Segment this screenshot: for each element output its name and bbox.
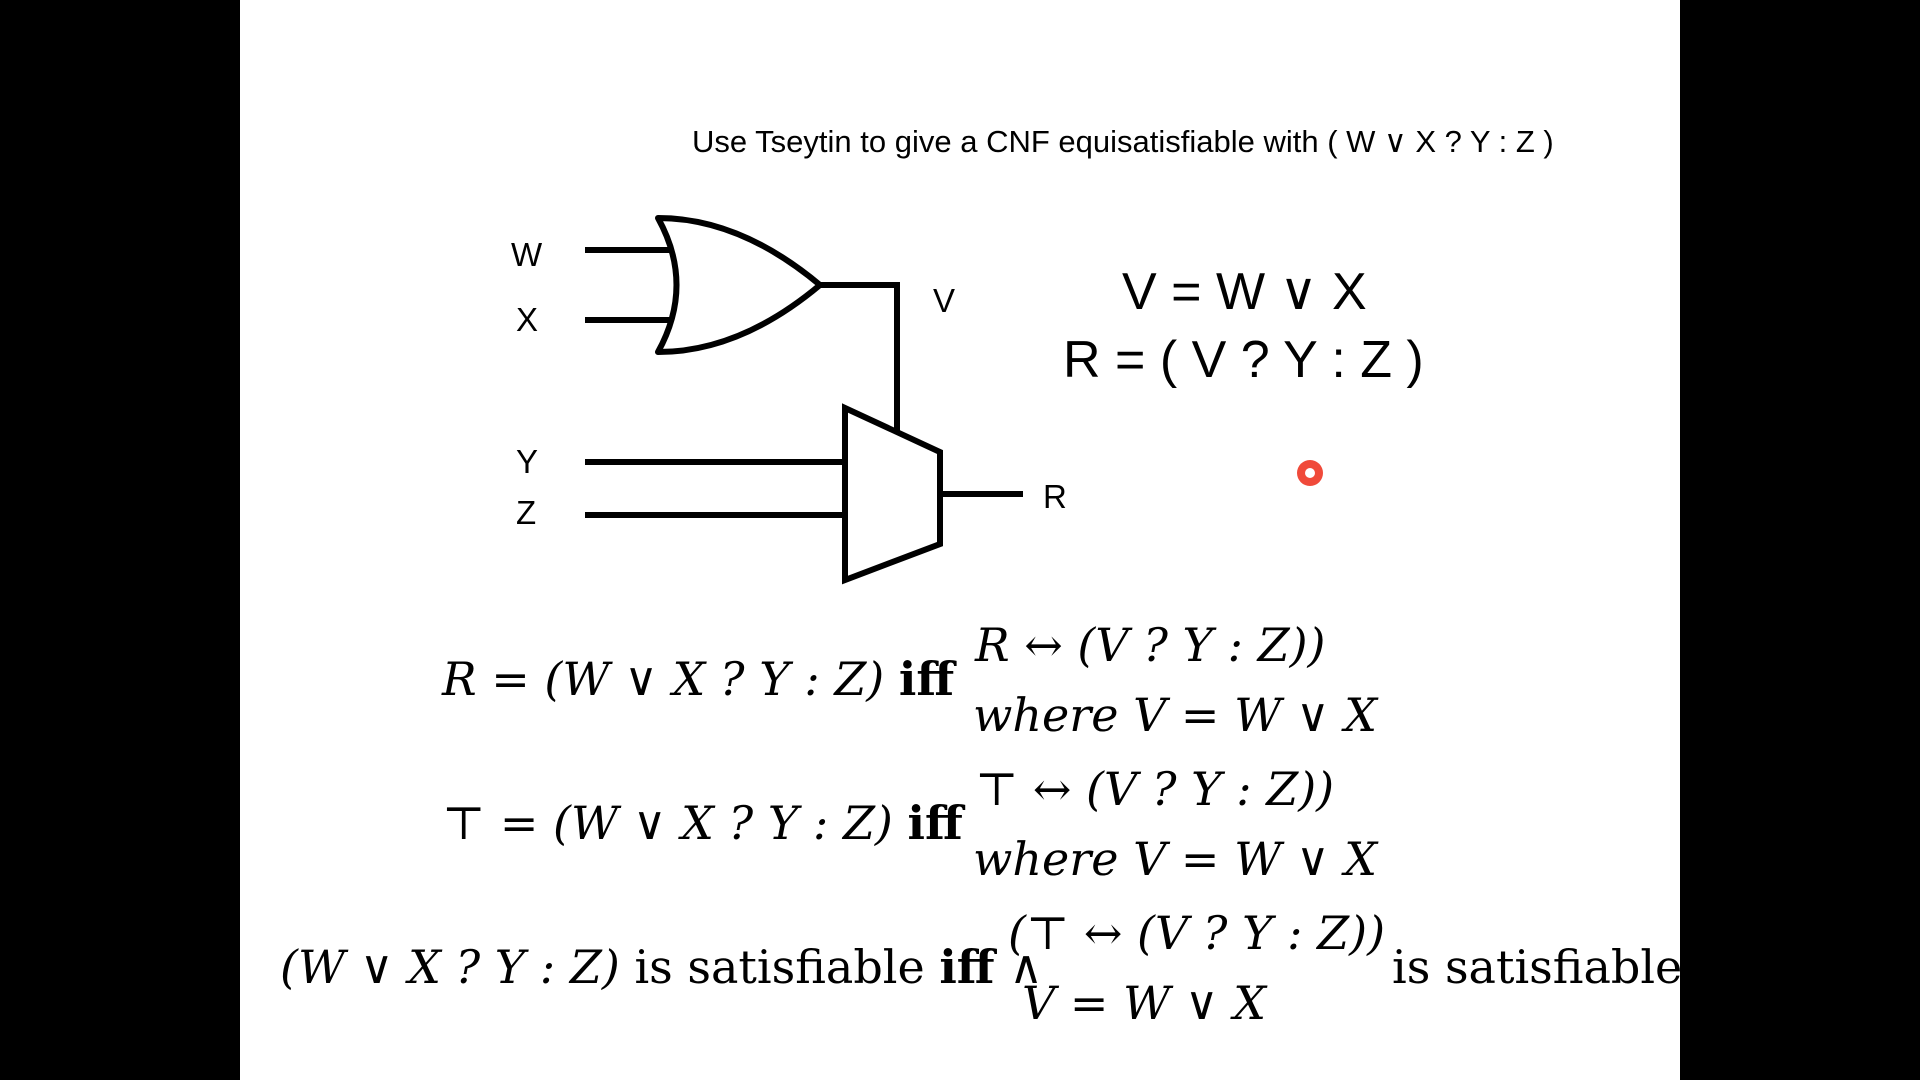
wire-v: [820, 282, 900, 432]
row1-left-formula: R = (W ∨ X ? Y : Z) iff: [442, 652, 954, 706]
row2-bottom: where V = W ∨ X: [973, 832, 1377, 886]
row2-iff: iff: [907, 796, 963, 850]
row1-left-text: R = (W ∨ X ? Y : Z): [442, 652, 885, 706]
slide: Use Tseytin to give a CNF equisatisfiabl…: [240, 0, 1683, 1080]
recording-cursor-icon: [1297, 460, 1323, 486]
row3-left: (W ∨ X ? Y : Z) is satisfiable iff ∧: [280, 940, 1043, 994]
row3-iff: iff: [939, 940, 995, 994]
slide-title: Use Tseytin to give a CNF equisatisfiabl…: [692, 124, 1554, 159]
label-z: Z: [516, 494, 537, 531]
row3-bottom: V = W ∨ X: [1022, 976, 1266, 1030]
mux-icon: [842, 403, 943, 585]
label-x: X: [516, 301, 539, 338]
label-r: R: [1043, 478, 1067, 515]
row3-left-formula: (W ∨ X ? Y : Z): [280, 940, 620, 994]
row3-left-text: is satisfiable: [634, 940, 925, 994]
row1-iff: iff: [898, 652, 955, 706]
row1-bottom-formula: V = W ∨ X: [1133, 688, 1378, 742]
label-v: V: [933, 282, 956, 319]
v-definition: V = W ∨ X: [1122, 263, 1367, 321]
or-gate-icon: [655, 215, 823, 355]
row1-bottom: where V = W ∨ X: [973, 688, 1377, 742]
row3-right-text: is satisfiable: [1392, 940, 1683, 994]
r-definition: R = ( V ? Y : Z ): [1063, 331, 1424, 389]
row2-where: where: [973, 832, 1119, 886]
label-w: W: [511, 236, 543, 273]
row2-bottom-formula: V = W ∨ X: [1133, 832, 1378, 886]
row3-and: ∧: [1009, 940, 1043, 994]
row2-top: ⊤ ↔ (V ? Y : Z)): [975, 762, 1335, 816]
row2-left-formula: ⊤ = (W ∨ X ? Y : Z) iff: [442, 796, 963, 850]
label-y: Y: [516, 443, 539, 480]
row3-top: (⊤ ↔ (V ? Y : Z)): [1008, 906, 1386, 960]
circuit-diagram: [585, 215, 1023, 585]
row1-where: where: [973, 688, 1119, 742]
row2-left-text: ⊤ = (W ∨ X ? Y : Z): [442, 796, 893, 850]
row1-top: R ↔ (V ? Y : Z)): [975, 618, 1326, 672]
